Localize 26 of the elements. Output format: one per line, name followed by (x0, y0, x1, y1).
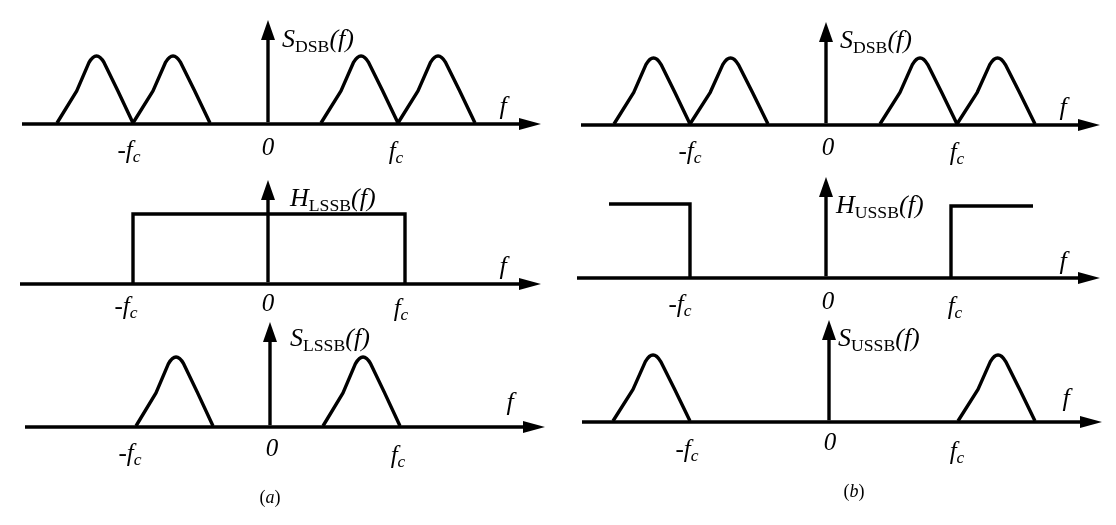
tick-label: -f$_{c}$ (117, 136, 141, 162)
tick-label: -f$_{c}$ (678, 137, 702, 163)
tick-label: f$_{c}$ (393, 294, 409, 320)
function-label: S$_{DSB}$(f) (840, 27, 912, 53)
tick-label: f$_{c}$ (388, 137, 404, 163)
tick-label: -f$_{c}$ (675, 435, 699, 461)
tick-label: -f$_{c}$ (114, 292, 138, 318)
tick-label: f$_{c}$ (949, 437, 965, 463)
tick-label: 0 (821, 287, 835, 313)
function-label: H$_{USSB}$(f) (836, 192, 924, 218)
tick-label: -f$_{c}$ (118, 439, 142, 465)
tick-label: 0 (821, 133, 835, 159)
tick-label: 0 (261, 289, 275, 315)
function-label: S$_{LSSB}$(f) (290, 325, 370, 351)
tick-label: f$_{c}$ (390, 441, 406, 467)
tick-label: 0 (265, 434, 279, 460)
function-label: H$_{LSSB}$(f) (290, 185, 376, 211)
tick-label: 0 (261, 133, 275, 159)
tick-label: f$_{c}$ (949, 138, 965, 164)
panel-caption: (a) (259, 488, 281, 506)
function-label: S$_{DSB}$(f) (282, 26, 354, 52)
tick-label: f$_{c}$ (947, 292, 963, 318)
function-label: S$_{USSB}$(f) (838, 325, 920, 351)
tick-label: -f$_{c}$ (668, 290, 692, 316)
panel-caption: (b) (843, 482, 865, 500)
tick-label: 0 (823, 428, 837, 454)
